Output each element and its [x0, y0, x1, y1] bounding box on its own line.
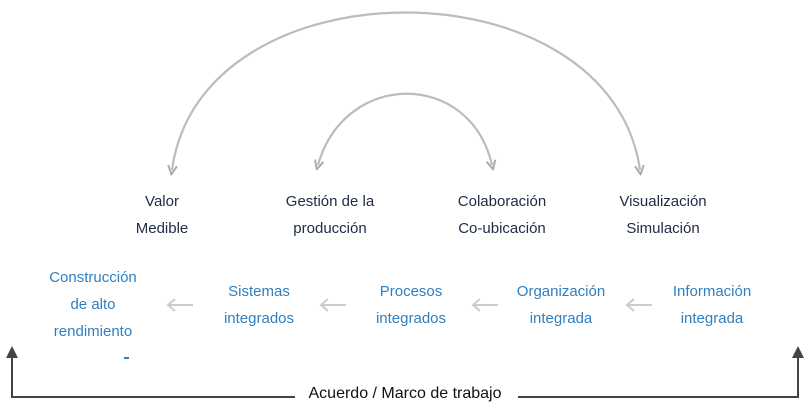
concept-label-line: Co-ubicación [458, 220, 546, 237]
flow-arrow-3 [471, 298, 498, 312]
flow-arrow-2 [319, 298, 346, 312]
outer-arc-connector [172, 11, 640, 171]
flow-label-line: Organización [516, 283, 606, 300]
concept-colaboracion: Colaboración Co-ubicación [436, 188, 568, 242]
framework-label: Acuerdo / Marco de trabajo [300, 382, 510, 406]
flow-label-line: Información [672, 283, 752, 300]
inner-arc-connector [318, 92, 492, 165]
flow-label-line: integrada [680, 310, 744, 327]
flow-organizacion: Organización integrada [498, 278, 624, 332]
flow-sistemas: Sistemas integrados [200, 278, 318, 332]
concept-label-line: Colaboración [457, 193, 547, 210]
concept-label-line: Simulación [626, 220, 700, 237]
bracket-left [6, 346, 295, 398]
flow-label-line: integrados [223, 310, 295, 327]
concept-visualizacion: Visualización Simulación [596, 188, 730, 242]
concept-label-line: Gestión de la [285, 193, 375, 210]
flow-label-line: Procesos [379, 283, 443, 300]
flow-procesos: Procesos integrados [352, 278, 470, 332]
flow-label-line: rendimiento [53, 323, 133, 340]
bracket-right [518, 346, 804, 398]
flow-arrow-1 [166, 298, 193, 312]
concept-label-line: producción [293, 220, 367, 237]
flow-label-line: Construcción [49, 269, 137, 286]
flow-informacion: Información integrada [654, 278, 770, 332]
flow-label-line: integrada [529, 310, 593, 327]
flow-arrow-4 [625, 298, 652, 312]
flow-label-line: Sistemas [228, 283, 290, 300]
concept-label-line: Visualización [619, 193, 707, 210]
flow-label-line: de alto [70, 296, 116, 313]
concept-valor-medible: Valor Medible [112, 188, 212, 242]
flow-label-line: integrados [375, 310, 447, 327]
flow-construccion: Construcción de alto rendimiento [28, 264, 158, 345]
concept-label-line: Valor [145, 193, 179, 210]
concept-label-line: Medible [135, 220, 189, 237]
concept-gestion-produccion: Gestión de la producción [262, 188, 398, 242]
